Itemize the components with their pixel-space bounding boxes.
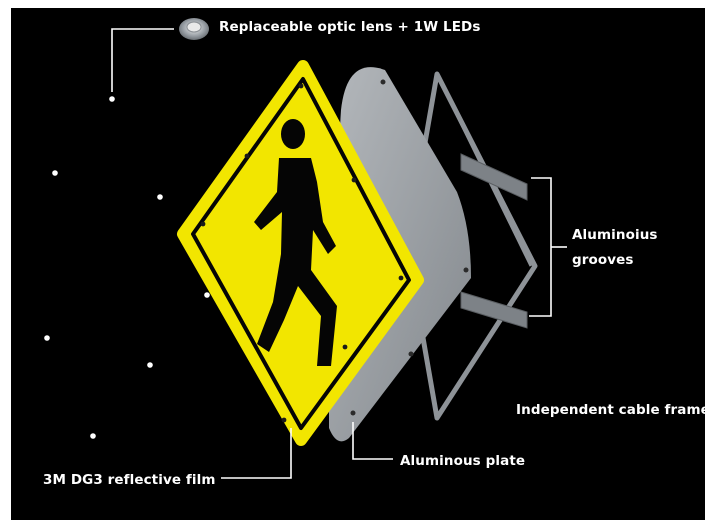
- label-grooves-line1: Aluminoius: [572, 226, 658, 244]
- label-film: 3M DG3 reflective film: [43, 471, 216, 489]
- label-cable-frame: Independent cable frame: [516, 401, 710, 419]
- diagram-panel: Replaceable optic lens + 1W LEDs Alumino…: [11, 8, 705, 520]
- label-optic-lens: Replaceable optic lens + 1W LEDs: [219, 18, 480, 36]
- label-plate: Aluminous plate: [400, 452, 525, 470]
- led-dots: [44, 96, 210, 439]
- label-grooves-line2: grooves: [572, 251, 634, 269]
- led-lens-icon: [179, 18, 209, 40]
